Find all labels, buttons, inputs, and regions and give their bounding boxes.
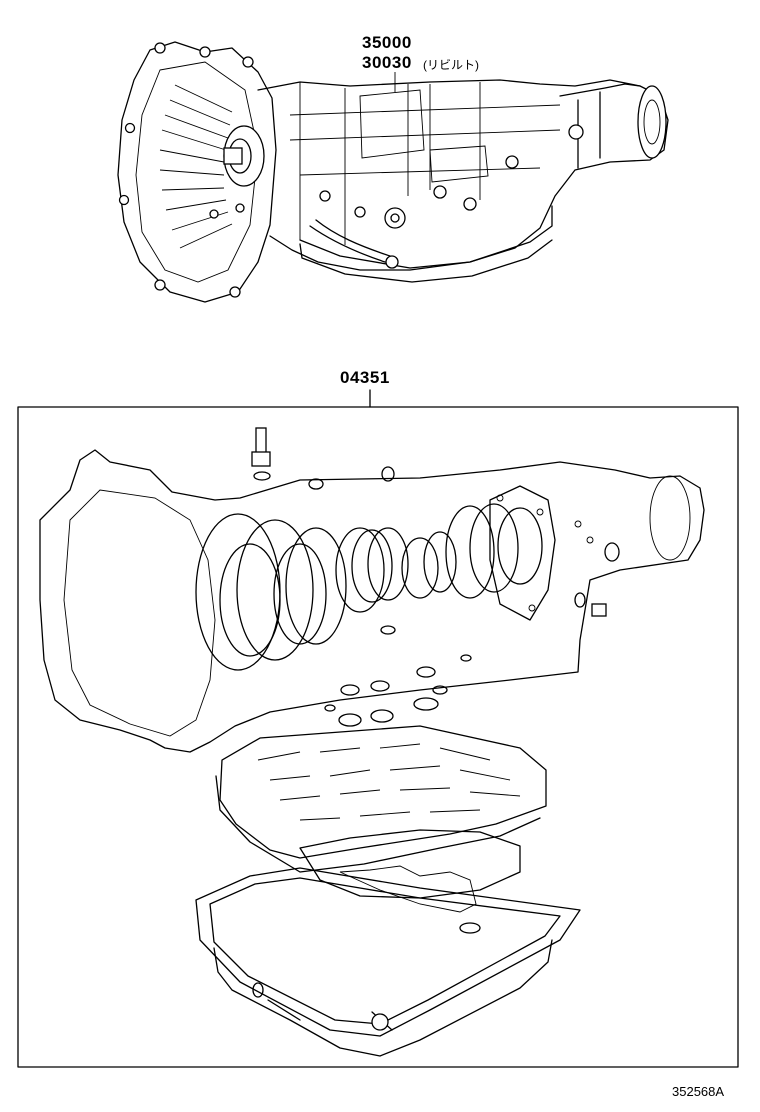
part-number-30030: 30030 [362, 53, 412, 72]
overhaul-kit-illustration [39, 427, 705, 1057]
figure-reference: 352568A [672, 1084, 725, 1099]
part-number-35000: 35000 [362, 33, 412, 52]
kit-frame [17, 406, 739, 1068]
part-number-04351: 04351 [340, 368, 390, 387]
rebuilt-note: (リビルト) [423, 58, 479, 72]
transmission-assembly-illustration [117, 41, 669, 303]
